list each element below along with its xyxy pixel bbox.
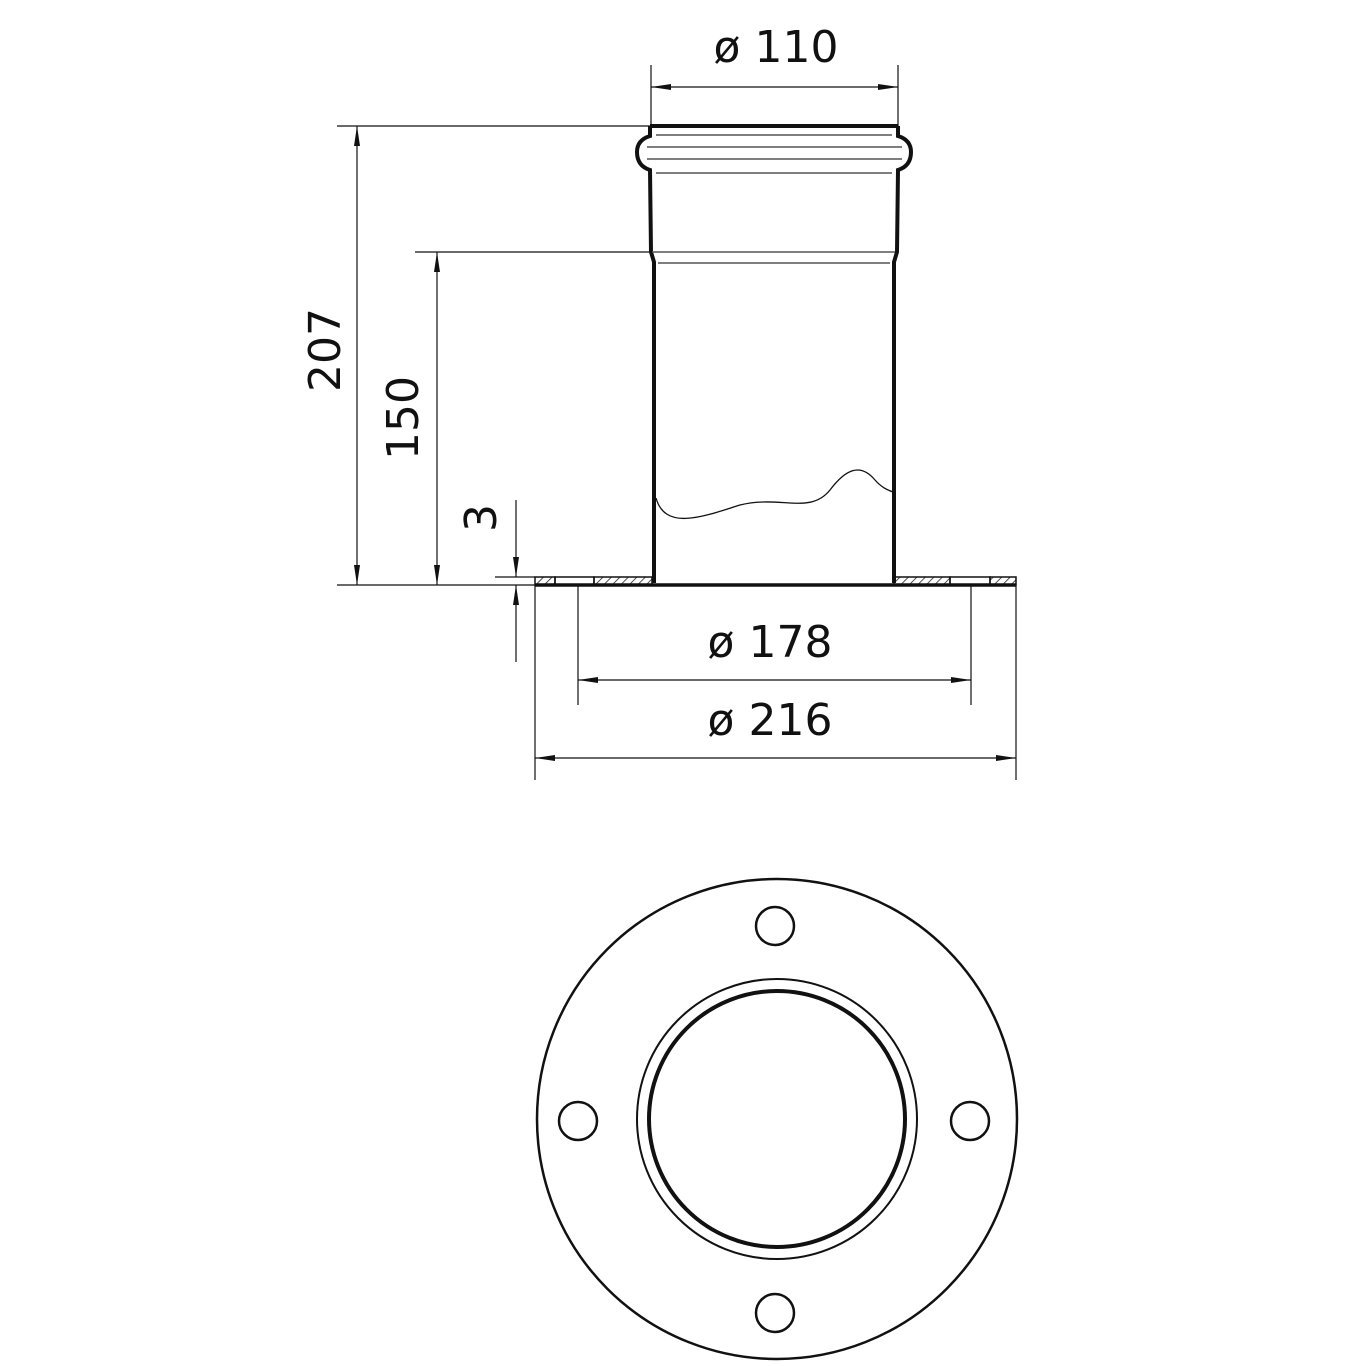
flange-side-view — [534, 576, 1017, 587]
pipe-circle — [647, 989, 907, 1249]
bolt-hole — [754, 1292, 796, 1334]
flange-outer-circle — [535, 877, 1019, 1361]
dim-flange-thickness: 3 — [456, 504, 507, 532]
dimension-lines — [337, 65, 1017, 780]
dim-total-height: 207 — [300, 308, 351, 392]
dim-flange-diameter: ø 216 — [708, 695, 833, 746]
break-line — [655, 469, 894, 520]
bolt-hole — [557, 1100, 599, 1142]
pipe-side-view — [634, 124, 914, 583]
dim-pipe-height: 150 — [378, 376, 429, 460]
flange-top-view — [535, 877, 1019, 1361]
socket-outer-circle — [636, 978, 918, 1260]
bolt-hole — [754, 905, 796, 947]
dim-bolt-circle: ø 178 — [708, 617, 833, 668]
bolt-hole — [949, 1100, 991, 1142]
dim-pipe-diameter: ø 110 — [714, 22, 839, 73]
